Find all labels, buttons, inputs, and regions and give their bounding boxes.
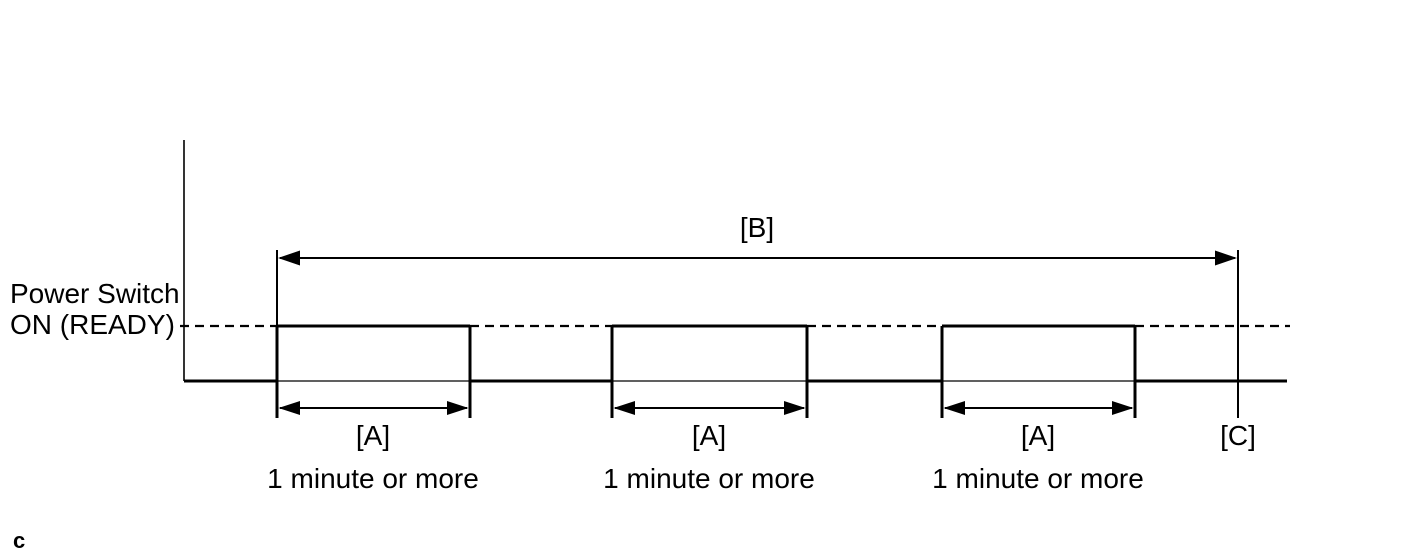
arrow-right-icon — [447, 401, 469, 415]
dimension-a-label: [A] — [356, 420, 390, 451]
arrow-right-icon — [784, 401, 806, 415]
dimension-total-b: [B] — [276, 212, 1239, 418]
arrow-right-icon — [1112, 401, 1134, 415]
footer-note: c — [13, 528, 25, 553]
arrow-left-icon — [278, 250, 300, 266]
dimension-pulse-2: [A] 1 minute or more — [603, 401, 815, 494]
pulse-duration-note: 1 minute or more — [267, 463, 479, 494]
pulse-duration-note: 1 minute or more — [932, 463, 1144, 494]
dimension-b-label: [B] — [740, 212, 774, 243]
dimension-a-label: [A] — [692, 420, 726, 451]
dimension-a-label: [A] — [1021, 420, 1055, 451]
arrow-right-icon — [1215, 250, 1237, 266]
signal-label-line-1: Power Switch — [10, 278, 180, 309]
arrow-left-icon — [943, 401, 965, 415]
dimension-pulse-1: [A] 1 minute or more — [267, 401, 479, 494]
pulse-duration-note: 1 minute or more — [603, 463, 815, 494]
signal-waveform — [184, 324, 1287, 418]
signal-label-line-2: ON (READY) — [10, 309, 175, 340]
dimension-pulse-3: [A] 1 minute or more — [932, 401, 1144, 494]
end-marker-label: [C] — [1220, 420, 1256, 451]
arrow-left-icon — [613, 401, 635, 415]
arrow-left-icon — [278, 401, 300, 415]
axes — [183, 140, 1287, 382]
